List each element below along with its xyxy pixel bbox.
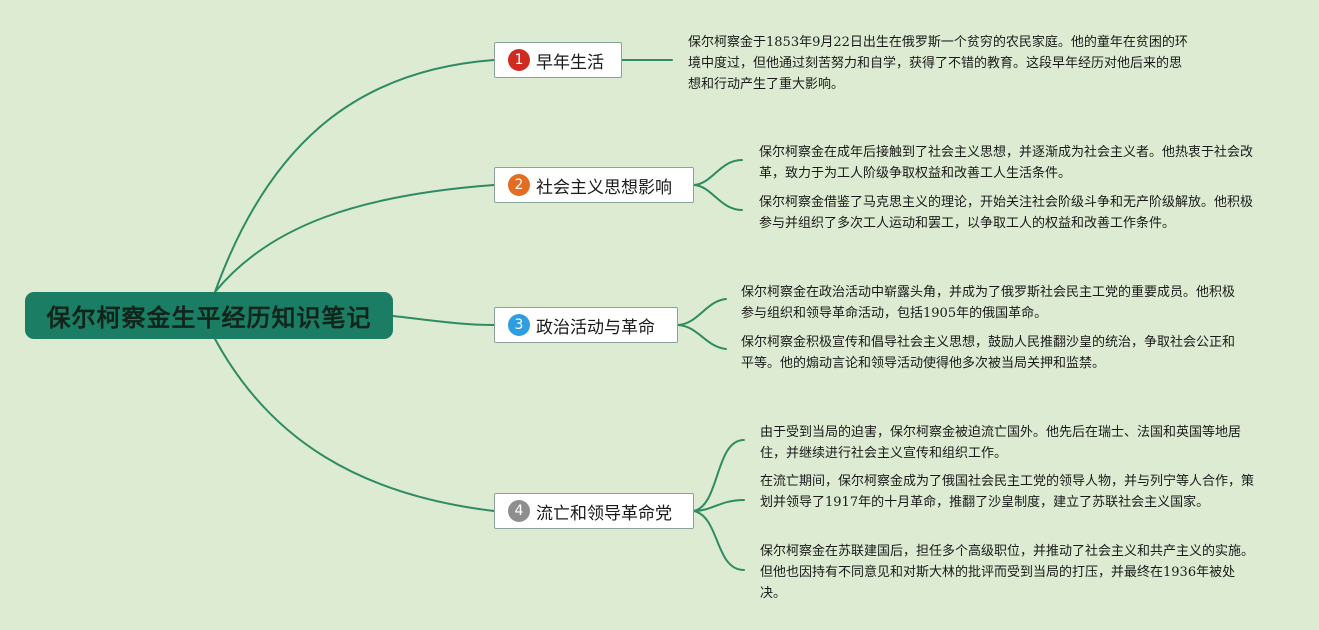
note-exile-3: 保尔柯察金在苏联建国后，担任多个高级职位，并推动了社会主义和共产主义的实施。但他… bbox=[760, 544, 1255, 601]
number-badge-1: 1 bbox=[508, 49, 530, 71]
number-badge-4: 4 bbox=[508, 500, 530, 522]
connector-root-to-branch-4 bbox=[214, 338, 495, 512]
connector-root-to-branch-3 bbox=[392, 315, 495, 326]
note-exile-1: 由于受到当局的迫害，保尔柯察金被迫流亡国外。他先后在瑞士、法国和英国等地居住，并… bbox=[760, 425, 1242, 461]
branch-exile-leadership[interactable]: 4 流亡和领导革命党 bbox=[494, 493, 694, 529]
number-badge-2: 2 bbox=[508, 174, 530, 196]
branch-early-life[interactable]: 1 早年生活 bbox=[494, 42, 622, 78]
branch-socialist-influence[interactable]: 2 社会主义思想影响 bbox=[494, 167, 694, 203]
root-topic[interactable]: 保尔柯察金生平经历知识笔记 bbox=[25, 292, 393, 339]
branch-label: 流亡和领导革命党 bbox=[536, 503, 672, 524]
branch-label: 政治活动与革命 bbox=[536, 317, 655, 338]
note-politics-1: 保尔柯察金在政治活动中崭露头角，并成为了俄罗斯社会民主工党的重要成员。他积极参与… bbox=[741, 285, 1236, 321]
note-early-life-1: 保尔柯察金于1853年9月22日出生在俄罗斯一个贫穷的农民家庭。他的童年在贫困的… bbox=[688, 35, 1188, 92]
connector-branch-2-to-note-1 bbox=[693, 159, 743, 186]
connector-branch-4-to-note-2 bbox=[693, 499, 745, 512]
note-socialist-2: 保尔柯察金借鉴了马克思主义的理论，开始关注社会阶级斗争和无产阶级解放。他积极参与… bbox=[759, 195, 1254, 231]
number-badge-3: 3 bbox=[508, 314, 530, 336]
connector-branch-4-to-note-1 bbox=[693, 439, 745, 512]
branch-label: 社会主义思想影响 bbox=[536, 177, 672, 198]
connector-branch-2-to-note-2 bbox=[693, 184, 743, 211]
note-exile-2: 在流亡期间，保尔柯察金成为了俄国社会民主工党的领导人物，并与列宁等人合作，策划并… bbox=[760, 474, 1255, 510]
connector-branch-3-to-note-2 bbox=[677, 324, 727, 350]
branch-politics-revolution[interactable]: 3 政治活动与革命 bbox=[494, 307, 678, 343]
note-socialist-1: 保尔柯察金在成年后接触到了社会主义思想，并逐渐成为社会主义者。他热衷于社会改革，… bbox=[759, 145, 1254, 181]
connector-branch-4-to-note-3 bbox=[693, 510, 745, 571]
root-title: 保尔柯察金生平经历知识笔记 bbox=[46, 304, 372, 332]
connector-branch-3-to-note-1 bbox=[677, 298, 727, 326]
branch-label: 早年生活 bbox=[536, 52, 604, 73]
connector-root-to-branch-1 bbox=[214, 59, 495, 293]
note-politics-2: 保尔柯察金积极宣传和倡导社会主义思想，鼓励人民推翻沙皇的统治，争取社会公正和平等… bbox=[741, 335, 1236, 371]
connector-root-to-branch-2 bbox=[214, 184, 495, 293]
